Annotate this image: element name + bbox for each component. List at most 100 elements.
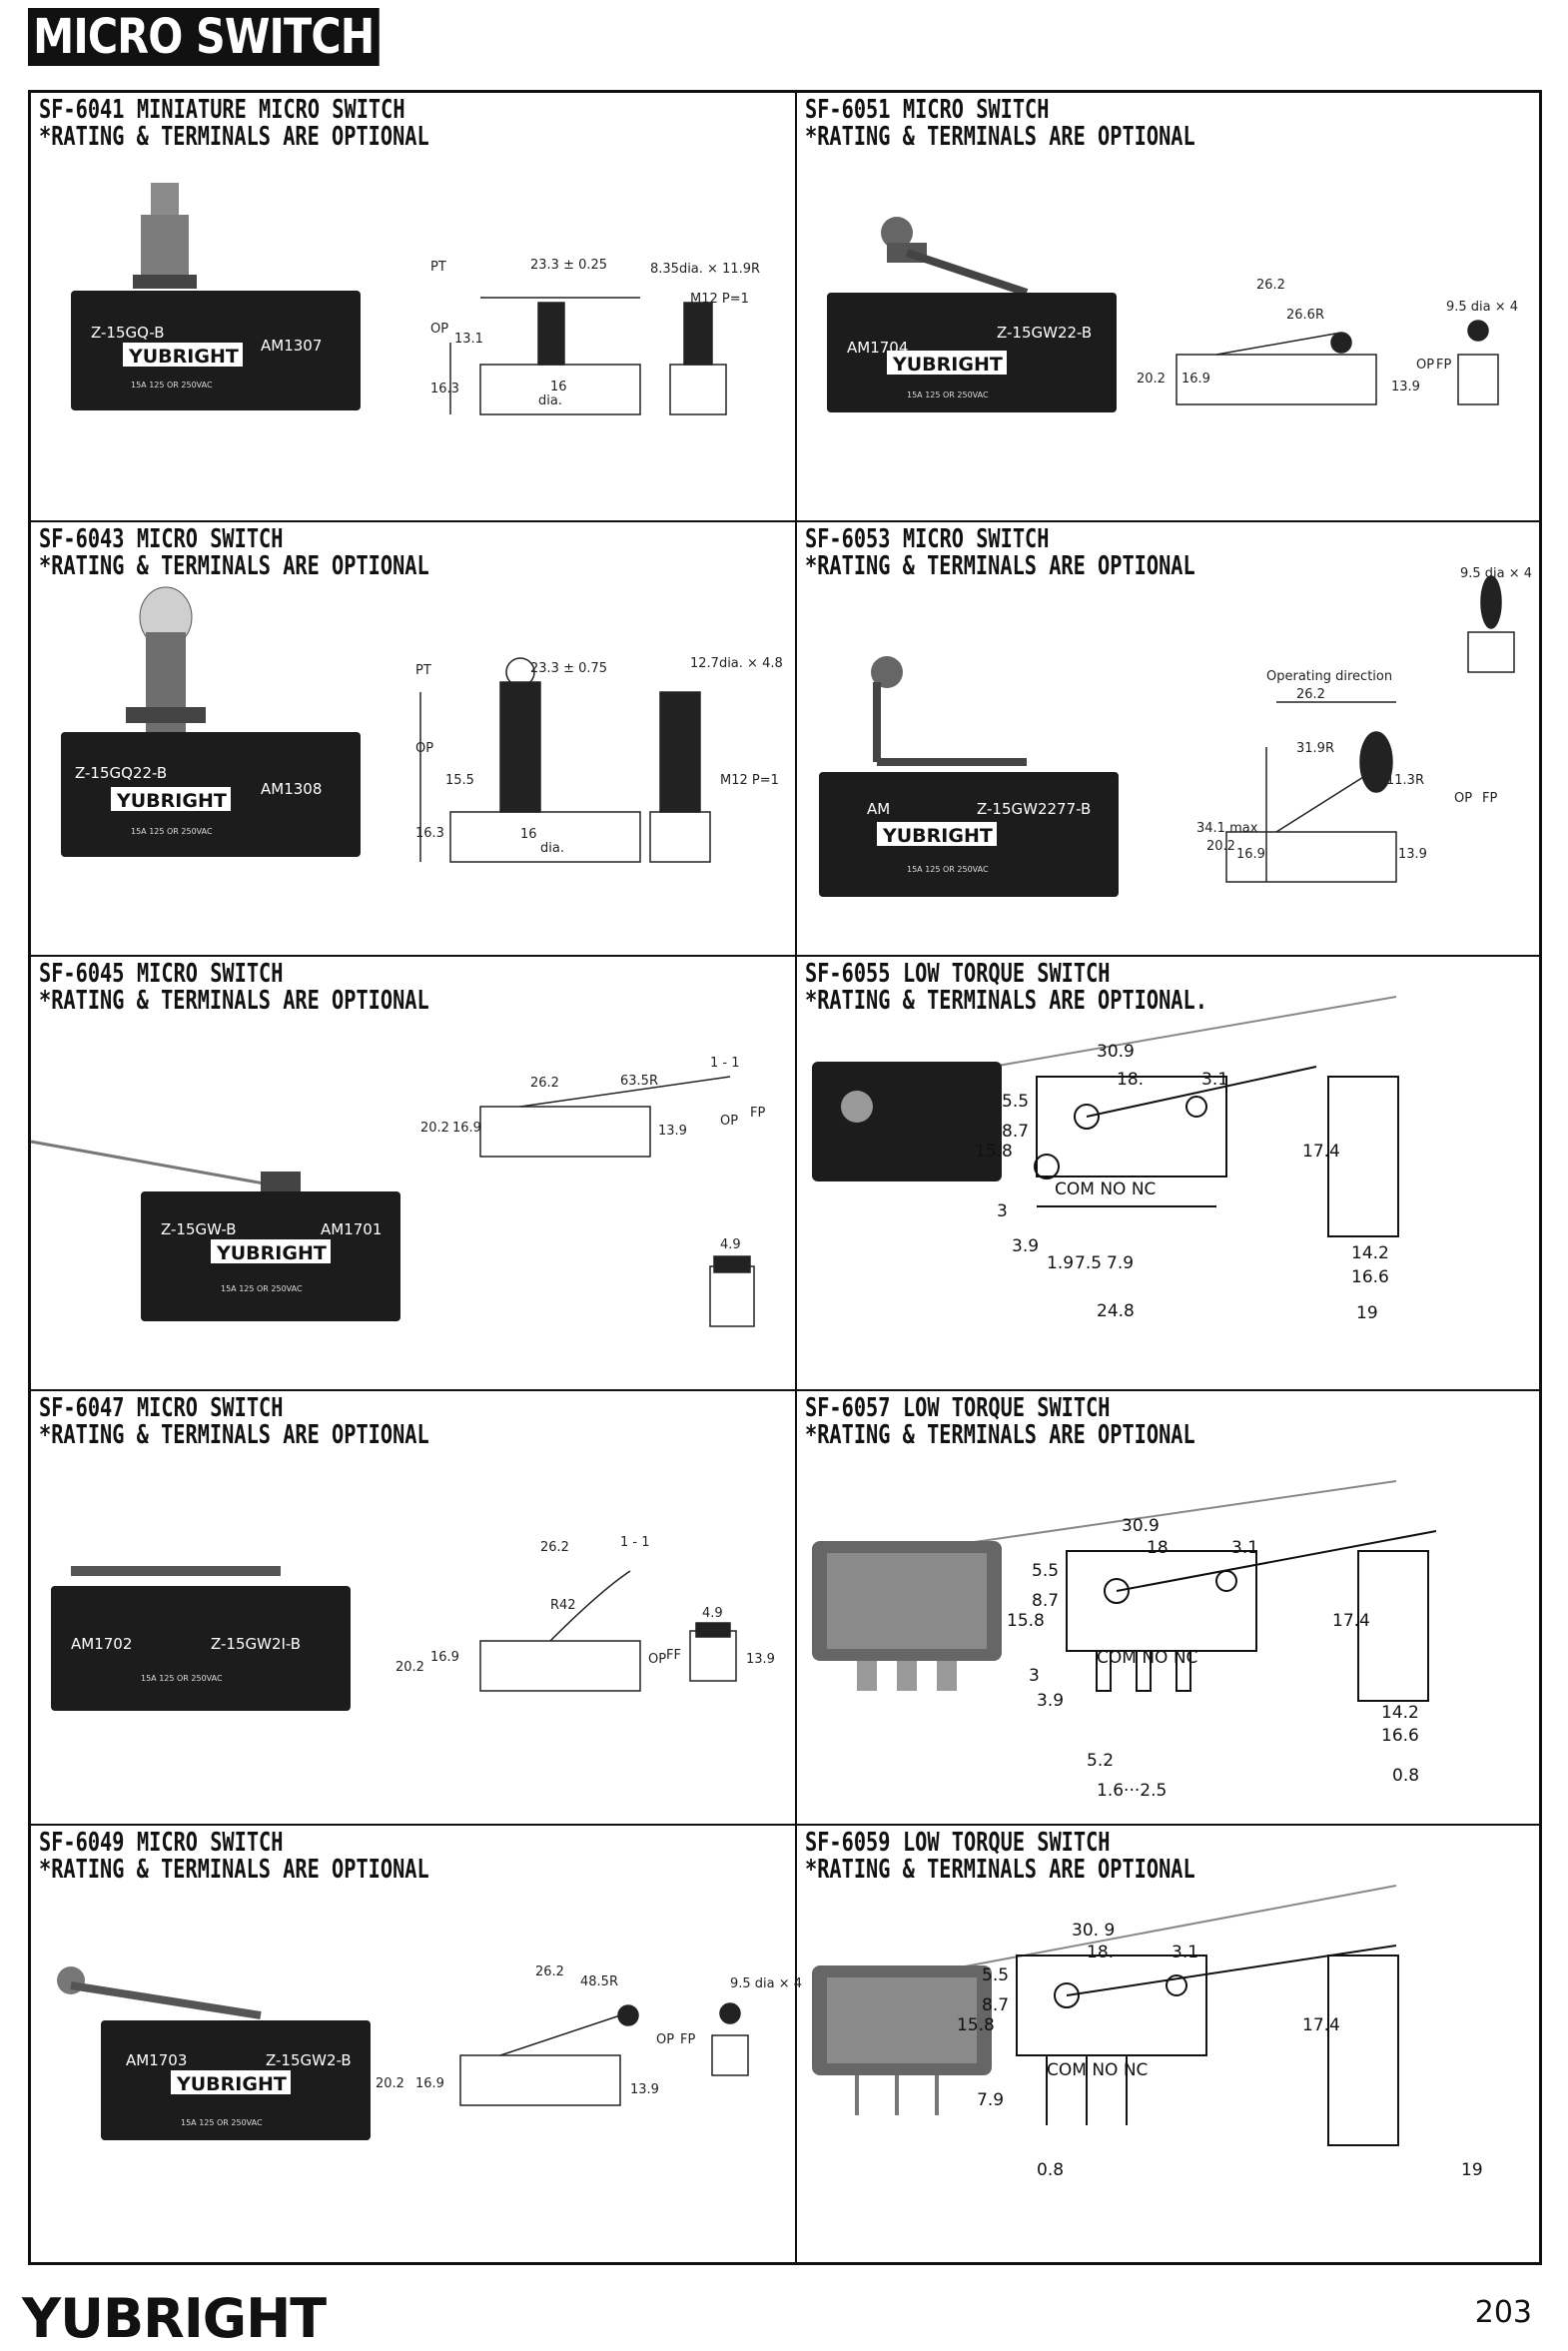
dim-label: 20.2	[376, 2076, 404, 2091]
product-note: *RATING & TERMINALS ARE OPTIONAL.	[805, 986, 1207, 1016]
dim-label: 8.35dia. × 11.9R	[650, 262, 760, 277]
lot-code: AM1704	[847, 339, 908, 357]
brand-label: YUBRIGHT	[882, 825, 993, 847]
dim-label: 26.2	[1256, 278, 1285, 293]
product-name: LOW TORQUE SWITCH	[902, 959, 1111, 989]
product-note: *RATING & TERMINALS ARE OPTIONAL	[805, 551, 1195, 581]
dim-label: 26.2	[530, 1076, 559, 1091]
dim-label: dia.	[538, 393, 562, 408]
dim-label: 13.9	[658, 1124, 687, 1139]
dim-label: Operating direction	[1266, 669, 1392, 684]
product-note: *RATING & TERMINALS ARE OPTIONAL	[805, 1855, 1195, 1885]
dim-label: 34.1 max	[1196, 821, 1258, 836]
rating-text: 15A 125 OR 250VAC	[907, 865, 989, 874]
dim-label: 16	[550, 380, 567, 394]
dim-label: 30.9	[1097, 1042, 1135, 1062]
dim-label: 14.2	[1381, 1703, 1419, 1723]
dim-label: COM NO NC	[1047, 2060, 1148, 2080]
brand-label: YUBRIGHT	[128, 346, 239, 368]
product-model: SF-6041	[39, 95, 125, 125]
dim-label: 3	[1029, 1666, 1040, 1686]
dim-label: 16.9	[452, 1121, 481, 1136]
lot-code: AM1307	[261, 337, 322, 355]
dim-label: 1 - 1	[710, 1056, 740, 1071]
dim-label: PT	[430, 260, 446, 275]
product-model: SF-6045	[39, 959, 125, 989]
product-model: SF-6057	[805, 1393, 891, 1423]
product-name: MICRO SWITCH	[136, 1393, 284, 1423]
dim-label: 5.5	[982, 1965, 1009, 1985]
switch-photo-and-drawing: 30. 9 18. 3.1 5.5 15.8 8.7 17.4 COM NO N…	[812, 1885, 1483, 2180]
dim-label: 26.2	[535, 1964, 564, 1979]
dim-label: 1 - 1	[620, 1535, 650, 1550]
dim-label: 11.3R	[1386, 773, 1424, 788]
brand-label: YUBRIGHT	[892, 354, 1003, 376]
part-code: Z-15GW2277-B	[977, 800, 1091, 818]
dim-label: 18.	[1087, 1943, 1114, 1962]
dim-label: FF	[666, 1648, 681, 1663]
brand-label: YUBRIGHT	[216, 1242, 327, 1264]
footer-brand: YUBRIGHT	[22, 2287, 327, 2350]
dim-label: 20.2	[395, 1660, 424, 1675]
dim-label: COM NO NC	[1055, 1179, 1156, 1199]
dim-label: 26.2	[540, 1540, 569, 1555]
dim-label: PT	[415, 663, 431, 678]
dim-label: 9.5 dia × 4	[1446, 300, 1518, 315]
part-code: Z-15GW22-B	[997, 324, 1092, 342]
dim-label: OP	[720, 1114, 738, 1129]
rating-text: 15A 125 OR 250VAC	[131, 827, 213, 836]
dim-label: OP	[1454, 791, 1472, 806]
dim-label: OP	[648, 1652, 666, 1667]
dim-label: 9.5 dia × 4	[730, 1976, 802, 1991]
dim-label: 30. 9	[1072, 1921, 1115, 1941]
dim-label: FP	[1436, 358, 1451, 373]
lot-code: AM1308	[261, 780, 322, 798]
dim-label: OP	[1416, 358, 1434, 373]
dim-label: 17.4	[1332, 1611, 1370, 1631]
dim-label: 5.5	[1032, 1561, 1059, 1581]
product-name: LOW TORQUE SWITCH	[902, 1393, 1111, 1423]
product-model: SF-6059	[805, 1828, 891, 1858]
product-model: SF-6055	[805, 959, 891, 989]
dim-label: 20.2	[1206, 839, 1235, 854]
product-note: *RATING & TERMINALS ARE OPTIONAL	[39, 1855, 429, 1885]
switch-photo-and-drawing: YUBRIGHT Z-15GW-B AM1701 15A 125 OR 250V…	[30, 1056, 765, 1327]
dim-label: R42	[550, 1598, 576, 1613]
product-name: MICRO SWITCH	[136, 1828, 284, 1858]
dim-label: 13.9	[1398, 847, 1427, 862]
dim-label: 7.9	[1107, 1253, 1134, 1273]
dim-label: 9.5 dia × 4	[1460, 566, 1532, 581]
dim-label: 1.9	[1047, 1253, 1074, 1273]
dim-label: 19	[1461, 2160, 1483, 2180]
dim-label: 3.1	[1172, 1943, 1198, 1962]
product-model: SF-6053	[805, 524, 891, 554]
dim-label: 18.	[1117, 1070, 1144, 1090]
dim-label: OP	[415, 741, 433, 756]
lot-code: AM	[867, 800, 890, 818]
dim-label: 14.2	[1351, 1243, 1389, 1263]
brand-label: YUBRIGHT	[116, 790, 227, 812]
rating-text: 15A 125 OR 250VAC	[131, 381, 213, 390]
part-code: Z-15GQ-B	[91, 324, 165, 342]
dim-label: 63.5R	[620, 1074, 658, 1089]
dim-label: OP	[430, 322, 448, 337]
dim-label: 20.2	[420, 1121, 449, 1136]
dim-label: 0.8	[1392, 1766, 1419, 1786]
lot-code: AM1701	[321, 1220, 382, 1238]
dim-label: 13.1	[454, 332, 483, 347]
dim-label: 3.1	[1231, 1538, 1258, 1558]
switch-photo-and-drawing: 30.9 18. 3.1 5.5 15.8 8.7 17.4 COM NO NC…	[812, 996, 1399, 1323]
rating-text: 15A 125 OR 250VAC	[907, 391, 989, 399]
dim-label: COM NO NC	[1097, 1648, 1197, 1668]
